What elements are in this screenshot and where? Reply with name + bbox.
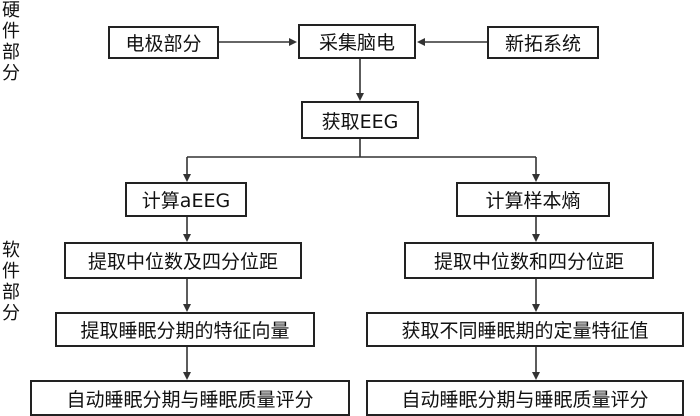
arrowhead-median-to-quant bbox=[532, 304, 540, 312]
arrowhead-median-to-features bbox=[183, 304, 191, 312]
get-eeg-node: 获取EEG bbox=[301, 101, 419, 139]
arrowhead-acquire-to-eeg bbox=[356, 93, 364, 101]
arrowhead-entropy-to-median bbox=[532, 234, 540, 242]
sleep-evaluation-right-node: 自动睡眠分期与睡眠质量评分 bbox=[366, 380, 684, 416]
arrowhead-quant-to-eval bbox=[532, 372, 540, 380]
arrowhead-electrode-to-acquire bbox=[289, 38, 297, 46]
arrowhead-to-aeeg bbox=[183, 174, 191, 182]
acquire-eeg-node: 采集脑电 bbox=[298, 24, 416, 59]
median-quartile-right-node: 提取中位数和四分位距 bbox=[404, 242, 654, 279]
software-section-label: 软 件 部 分 bbox=[2, 240, 20, 324]
calc-sample-entropy-node: 计算样本熵 bbox=[456, 182, 610, 217]
electrode-node: 电极部分 bbox=[108, 26, 219, 59]
median-quartile-left-node: 提取中位数及四分位距 bbox=[64, 242, 302, 279]
arrowhead-to-entropy bbox=[532, 174, 540, 182]
hardware-section-label: 硬 件 部 分 bbox=[2, 0, 20, 84]
quantitative-feature-node: 获取不同睡眠期的定量特征值 bbox=[366, 312, 684, 347]
sleep-stage-feature-vector-node: 提取睡眠分期的特征向量 bbox=[55, 312, 315, 347]
arrowhead-aeeg-to-median bbox=[183, 234, 191, 242]
arrowhead-xintuo-to-acquire bbox=[417, 38, 425, 46]
arrowhead-features-to-eval bbox=[183, 372, 191, 380]
sleep-evaluation-left-node: 自动睡眠分期与睡眠质量评分 bbox=[30, 380, 350, 416]
calc-aeeg-node: 计算aEEG bbox=[125, 182, 247, 217]
xintuo-system-node: 新拓系统 bbox=[487, 26, 599, 59]
